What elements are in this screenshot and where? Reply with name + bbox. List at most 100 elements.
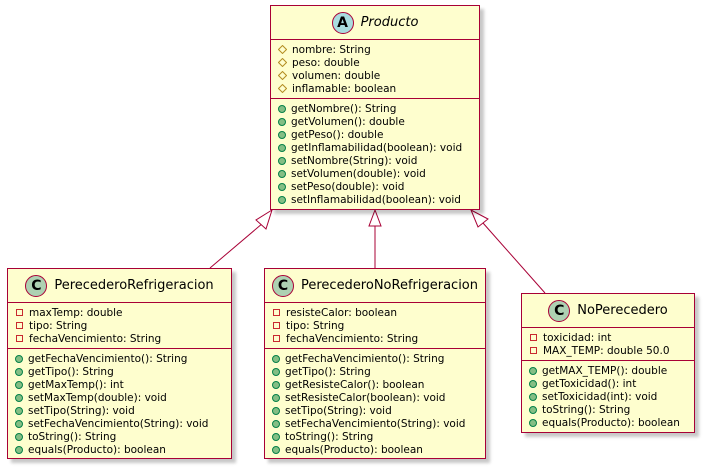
method-row: getTipo(): String	[272, 365, 485, 378]
private-visibility-icon	[273, 309, 280, 316]
member-text: setFechaVencimiento(String): void	[28, 417, 209, 430]
public-visibility-icon	[15, 380, 23, 389]
public-visibility-icon	[278, 117, 286, 126]
method-row: setResisteCalor(boolean): void	[272, 391, 485, 404]
method-row: setNombre(String): void	[278, 154, 479, 167]
public-visibility-icon	[272, 393, 280, 402]
private-visibility-icon	[16, 309, 23, 316]
method-row: setFechaVencimiento(String): void	[15, 417, 231, 430]
member-text: toString(): String	[28, 430, 117, 443]
member-text: getFechaVencimiento(): String	[28, 352, 188, 365]
public-visibility-icon	[529, 405, 537, 414]
inheritance-arrowhead	[368, 208, 382, 227]
public-visibility-icon	[15, 406, 23, 415]
attribute-row: maxTemp: double	[15, 306, 231, 319]
public-visibility-icon	[278, 182, 286, 191]
member-text: tipo: String	[286, 319, 345, 332]
member-text: equals(Producto): boolean	[542, 416, 680, 429]
member-text: getVolumen(): double	[291, 115, 405, 128]
public-visibility-icon	[278, 195, 286, 204]
class-header: C PerecederoNoRefrigeracion	[265, 269, 485, 303]
method-row: equals(Producto): boolean	[529, 416, 694, 429]
inheritance-arrowhead	[255, 208, 273, 230]
method-row: setFechaVencimiento(String): void	[272, 417, 485, 430]
attribute-row: inflamable: boolean	[278, 82, 479, 95]
protected-visibility-icon	[278, 71, 287, 80]
class-header: C PerecederoRefrigeracion	[8, 269, 231, 303]
member-text: resisteCalor: boolean	[286, 306, 398, 319]
member-text: setNombre(String): void	[291, 154, 418, 167]
member-text: toString(): String	[542, 403, 631, 416]
class-perecedero-no-refrigeracion[interactable]: C PerecederoNoRefrigeracion resisteCalor…	[264, 268, 486, 459]
public-visibility-icon	[272, 406, 280, 415]
member-text: getMaxTemp(): int	[28, 378, 124, 391]
member-text: getResisteCalor(): boolean	[285, 378, 425, 391]
method-row: getPeso(): double	[278, 128, 479, 141]
public-visibility-icon	[15, 432, 23, 441]
method-row: getResisteCalor(): boolean	[272, 378, 485, 391]
attribute-row: resisteCalor: boolean	[272, 306, 485, 319]
class-header: A Producto	[271, 6, 479, 40]
attribute-row: toxicidad: int	[529, 331, 694, 344]
method-row: setPeso(double): void	[278, 180, 479, 193]
member-text: toString(): String	[285, 430, 374, 443]
member-text: tipo: String	[29, 319, 88, 332]
attribute-row: peso: double	[278, 56, 479, 69]
method-row: getMaxTemp(): int	[15, 378, 231, 391]
member-text: setFechaVencimiento(String): void	[285, 417, 466, 430]
class-name: Producto	[360, 15, 419, 30]
public-visibility-icon	[272, 354, 280, 363]
member-text: equals(Producto): boolean	[285, 443, 423, 456]
public-visibility-icon	[272, 445, 280, 454]
class-header: C NoPerecedero	[522, 294, 694, 328]
member-text: setVolumen(double): void	[291, 167, 426, 180]
class-badge: C	[25, 274, 48, 297]
method-row: setInflamabilidad(boolean): void	[278, 193, 479, 206]
member-text: getTipo(): String	[28, 365, 114, 378]
method-row: getNombre(): String	[278, 102, 479, 115]
member-text: nombre: String	[292, 43, 371, 56]
method-row: setToxicidad(int): void	[529, 390, 694, 403]
member-text: getNombre(): String	[291, 102, 397, 115]
class-perecedero-refrigeracion[interactable]: C PerecederoRefrigeracion maxTemp: doubl…	[7, 268, 232, 459]
public-visibility-icon	[529, 366, 537, 375]
public-visibility-icon	[272, 419, 280, 428]
attribute-row: volumen: double	[278, 69, 479, 82]
member-text: getFechaVencimiento(): String	[285, 352, 445, 365]
public-visibility-icon	[529, 379, 537, 388]
edge-perecedero-refrigeracion	[209, 222, 264, 269]
method-row: toString(): String	[529, 403, 694, 416]
class-badge: C	[271, 274, 294, 297]
public-visibility-icon	[278, 130, 286, 139]
private-visibility-icon	[16, 322, 23, 329]
private-visibility-icon	[530, 334, 537, 341]
attribute-row: MAX_TEMP: double 50.0	[529, 344, 694, 357]
method-row: setMaxTemp(double): void	[15, 391, 231, 404]
member-text: fechaVencimiento: String	[29, 332, 162, 345]
method-row: equals(Producto): boolean	[272, 443, 485, 456]
member-text: setTipo(String): void	[28, 404, 135, 417]
member-text: setMaxTemp(double): void	[28, 391, 167, 404]
protected-visibility-icon	[278, 45, 287, 54]
class-name: PerecederoNoRefrigeracion	[300, 278, 478, 293]
edge-no-perecedero	[482, 222, 546, 294]
public-visibility-icon	[272, 367, 280, 376]
method-row: setTipo(String): void	[15, 404, 231, 417]
member-text: setTipo(String): void	[285, 404, 392, 417]
method-row: setTipo(String): void	[272, 404, 485, 417]
method-row: getVolumen(): double	[278, 115, 479, 128]
method-row: getFechaVencimiento(): String	[272, 352, 485, 365]
method-row: toString(): String	[15, 430, 231, 443]
public-visibility-icon	[278, 104, 286, 113]
attribute-row: fechaVencimiento: String	[272, 332, 485, 345]
private-visibility-icon	[273, 322, 280, 329]
